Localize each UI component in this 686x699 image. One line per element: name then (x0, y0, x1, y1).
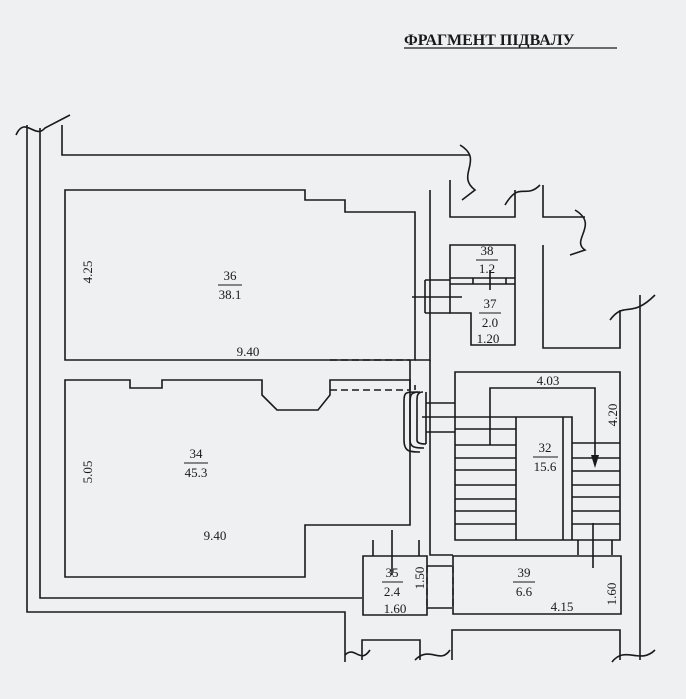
room-35: 35 2.4 1.60 1.50 (362, 530, 454, 616)
dimension-label: 4.15 (551, 599, 574, 614)
room-number: 35 (386, 565, 399, 580)
dimension-label: 1.60 (604, 583, 619, 606)
outer-walls (15, 114, 656, 663)
room-number: 37 (484, 296, 498, 311)
room-area: 2.4 (384, 584, 401, 599)
dimension-label: 4.20 (605, 404, 620, 427)
room-number: 36 (224, 268, 238, 283)
door-arcs (403, 391, 455, 453)
room-area: 6.6 (516, 584, 533, 599)
dimension-label: 9.40 (237, 344, 260, 359)
dashed-opening (330, 359, 410, 391)
room-number: 39 (518, 565, 531, 580)
room-32-staircase: 32 15.6 4.03 4.20 (422, 371, 621, 568)
room-area: 45.3 (185, 465, 208, 480)
room-39: 39 6.6 4.15 1.60 (452, 555, 622, 615)
room-area: 1.2 (479, 261, 495, 276)
room-area: 38.1 (219, 287, 242, 302)
room-area: 2.0 (482, 315, 498, 330)
room-number: 38 (481, 243, 494, 258)
room-number: 32 (539, 440, 552, 455)
room-number: 34 (190, 446, 204, 461)
room-36: 36 38.1 4.25 9.40 (64, 189, 416, 361)
plan-title: ФРАГМЕНТ ПІДВАЛУ (404, 32, 575, 49)
rooms-38-37: 38 1.2 37 2.0 1.20 (412, 243, 516, 346)
dimension-label: 9.40 (204, 528, 227, 543)
dimension-label: 1.60 (384, 601, 407, 616)
dimension-label: 4.03 (537, 373, 560, 388)
dimension-label: 4.25 (80, 261, 95, 284)
dimension-label: 5.05 (80, 461, 95, 484)
dimension-label: 1.20 (477, 331, 500, 346)
room-34: 34 45.3 5.05 9.40 (64, 379, 411, 578)
break-mark (15, 114, 71, 136)
room-area: 15.6 (534, 459, 557, 474)
arrow-icon (591, 455, 599, 468)
dimension-label: 1.50 (412, 567, 427, 590)
